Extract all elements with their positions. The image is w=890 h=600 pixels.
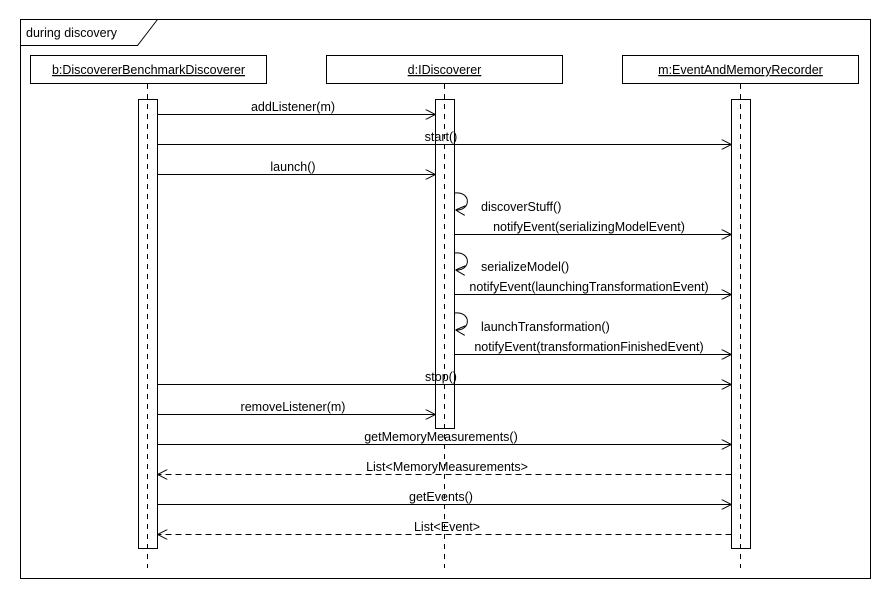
message-notify-serializing[interactable]: notifyEvent(serializingModelEvent) (454, 220, 732, 235)
lifeline-label: d:IDiscoverer (408, 63, 482, 77)
lifeline-label: b:DiscovererBenchmarkDiscoverer (52, 63, 245, 77)
message-add-listener[interactable]: addListener(m) (157, 100, 436, 115)
message-discover-stuff[interactable]: discoverStuff() (454, 192, 562, 214)
return-events[interactable]: List<Event> (157, 520, 732, 535)
message-label: start() (425, 130, 458, 144)
self-call-arrow (454, 312, 468, 330)
self-call-arrow (454, 252, 468, 270)
return-memory-measurements[interactable]: List<MemoryMeasurements> (157, 460, 732, 475)
message-label: getEvents() (409, 490, 473, 504)
message-label: serializeModel() (481, 260, 569, 274)
message-notify-finished[interactable]: notifyEvent(transformationFinishedEvent) (454, 340, 732, 355)
message-label: getMemoryMeasurements() (364, 430, 518, 444)
frame-label-tab (20, 19, 158, 46)
message-label: launchTransformation() (481, 320, 610, 334)
message-stop[interactable]: stop() (157, 370, 732, 385)
message-label: List<MemoryMeasurements> (366, 460, 528, 474)
message-launch-transformation[interactable]: launchTransformation() (454, 312, 610, 334)
activation-bar-m (731, 99, 751, 549)
messages: addListener(m) start() launch() discover… (157, 100, 732, 535)
message-label: discoverStuff() (481, 200, 561, 214)
lifeline-label: m:EventAndMemoryRecorder (658, 63, 823, 77)
message-get-events[interactable]: getEvents() (157, 490, 732, 505)
message-serialize-model[interactable]: serializeModel() (454, 252, 570, 274)
lifeline-d[interactable]: d:IDiscoverer (326, 55, 563, 569)
message-label: notifyEvent(transformationFinishedEvent) (474, 340, 703, 354)
message-get-memory-measurements[interactable]: getMemoryMeasurements() (157, 430, 732, 445)
message-label: addListener(m) (251, 100, 335, 114)
message-label: removeListener(m) (241, 400, 346, 414)
message-notify-launching[interactable]: notifyEvent(launchingTransformationEvent… (454, 280, 732, 295)
lifeline-b[interactable]: b:DiscovererBenchmarkDiscoverer (30, 55, 267, 569)
activation-bar-b (138, 99, 158, 549)
lifeline-head (622, 55, 859, 84)
message-label: List<Event> (414, 520, 480, 534)
interaction-frame: during discovery (20, 19, 871, 579)
lifeline-head (326, 55, 563, 84)
message-label: stop() (425, 370, 457, 384)
frame-label: during discovery (26, 26, 118, 40)
message-label: notifyEvent(serializingModelEvent) (493, 220, 685, 234)
message-remove-listener[interactable]: removeListener(m) (157, 400, 436, 415)
activation-bar-d (435, 99, 455, 429)
message-label: launch() (270, 160, 315, 174)
lifeline-head (30, 55, 267, 84)
lifeline-m[interactable]: m:EventAndMemoryRecorder (622, 55, 859, 569)
message-start[interactable]: start() (157, 130, 732, 145)
self-call-arrow (454, 192, 468, 210)
frame-border (20, 19, 871, 579)
message-launch[interactable]: launch() (157, 160, 436, 175)
message-label: notifyEvent(launchingTransformationEvent… (469, 280, 708, 294)
